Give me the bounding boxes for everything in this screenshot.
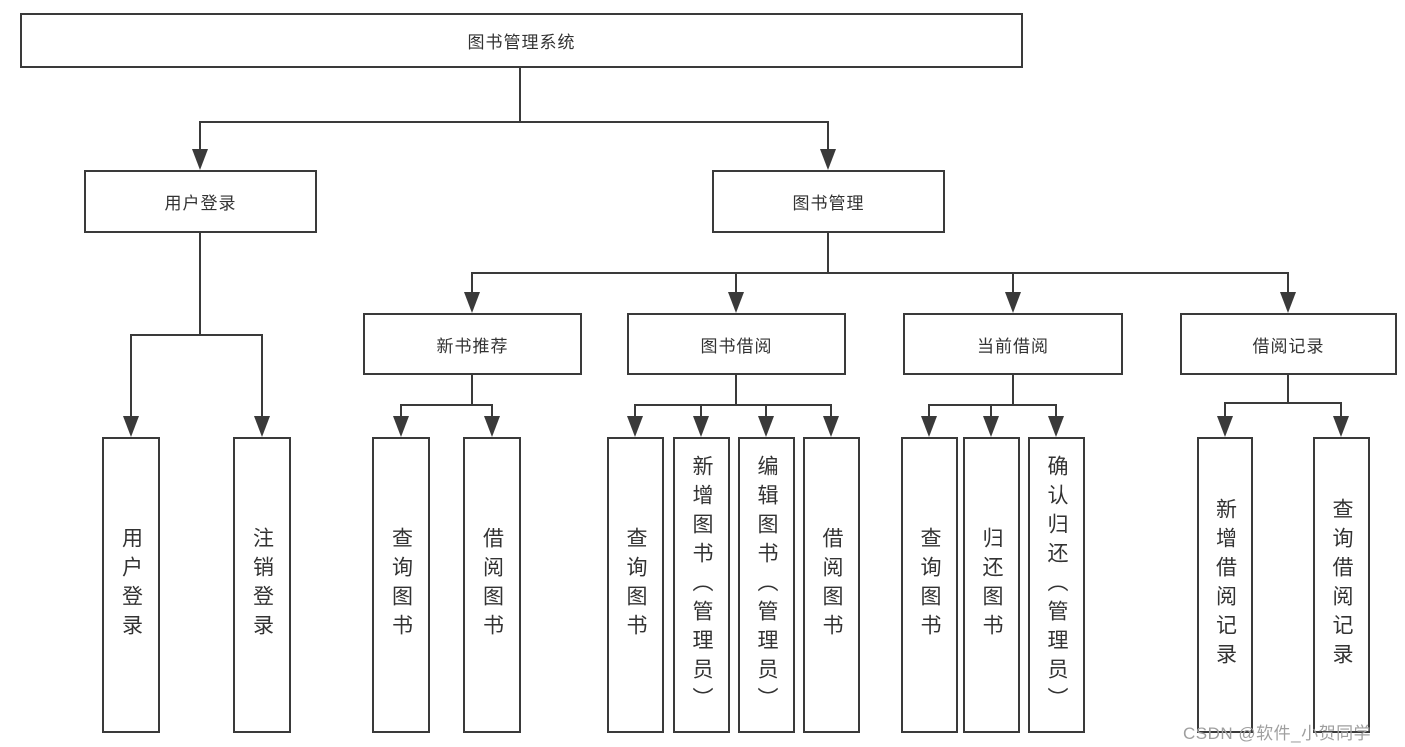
- node-book-borrow: 图书借阅: [627, 313, 846, 375]
- leaf-add-books-admin: 新增图书（管理员）: [673, 437, 730, 733]
- leaf-query-books-current-label: 查询图书: [918, 527, 941, 643]
- leaf-borrow-books-label: 借阅图书: [820, 527, 843, 643]
- node-user-login: 用户登录: [84, 170, 317, 233]
- leaf-return-books: 归还图书: [963, 437, 1020, 733]
- leaf-query-books-recommend: 查询图书: [372, 437, 430, 733]
- leaf-borrow-books-recommend-label: 借阅图书: [480, 527, 504, 643]
- leaf-add-borrow-record-label: 新增借阅记录: [1213, 498, 1237, 672]
- leaf-user-login: 用户登录: [102, 437, 160, 733]
- leaf-borrow-books: 借阅图书: [803, 437, 860, 733]
- csdn-watermark: CSDN @软件_小贺同学: [1183, 724, 1372, 743]
- node-book-management-label: 图书管理: [792, 194, 865, 213]
- node-root-system: 图书管理系统: [20, 13, 1023, 68]
- leaf-confirm-return-admin-label: 确认归还（管理员）: [1045, 454, 1068, 716]
- node-root-label: 图书管理系统: [467, 33, 576, 52]
- node-current-borrow-label: 当前借阅: [977, 336, 1049, 356]
- leaf-logout-label: 注销登录: [250, 527, 274, 643]
- node-current-borrow: 当前借阅: [903, 313, 1123, 375]
- node-book-management: 图书管理: [712, 170, 945, 233]
- leaf-add-borrow-record: 新增借阅记录: [1197, 437, 1253, 733]
- node-new-book-recommend: 新书推荐: [363, 313, 582, 375]
- leaf-query-books-recommend-label: 查询图书: [389, 527, 413, 643]
- node-book-borrow-label: 图书借阅: [700, 336, 773, 356]
- leaf-query-borrow-record: 查询借阅记录: [1313, 437, 1370, 733]
- leaf-confirm-return-admin: 确认归还（管理员）: [1028, 437, 1085, 733]
- leaf-logout: 注销登录: [233, 437, 291, 733]
- node-borrow-records-label: 借阅记录: [1252, 336, 1325, 356]
- leaf-edit-books-admin: 编辑图书（管理员）: [738, 437, 795, 733]
- node-user-login-label: 用户登录: [164, 194, 237, 213]
- leaf-borrow-books-recommend: 借阅图书: [463, 437, 521, 733]
- leaf-edit-books-admin-label: 编辑图书（管理员）: [755, 454, 778, 716]
- leaf-query-books-borrow-label: 查询图书: [624, 527, 647, 643]
- leaf-query-books-borrow: 查询图书: [607, 437, 664, 733]
- node-new-book-recommend-label: 新书推荐: [436, 336, 509, 356]
- leaf-query-books-current: 查询图书: [901, 437, 958, 733]
- leaf-add-books-admin-label: 新增图书（管理员）: [690, 454, 713, 716]
- node-borrow-records: 借阅记录: [1180, 313, 1397, 375]
- leaf-return-books-label: 归还图书: [980, 527, 1003, 643]
- leaf-user-login-label: 用户登录: [119, 527, 143, 643]
- leaf-query-borrow-record-label: 查询借阅记录: [1330, 498, 1353, 672]
